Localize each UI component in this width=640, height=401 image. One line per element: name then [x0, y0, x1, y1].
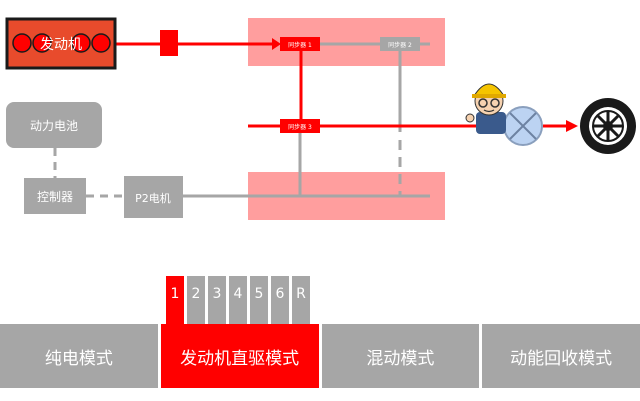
gear-4[interactable]: 4: [229, 276, 247, 324]
arrow-to-sync1: [272, 38, 281, 50]
mode-tab-1[interactable]: 发动机直驱模式: [160, 324, 319, 388]
engine-cylinder-icon: [12, 33, 32, 53]
battery-label: 动力电池: [30, 119, 78, 133]
worker-mascot-icon: [465, 83, 506, 134]
sync1-label: 同步器 1: [288, 41, 312, 49]
sync2-block: [380, 37, 420, 51]
mode-tab-0[interactable]: 纯电模式: [0, 324, 158, 388]
controller-block: [24, 178, 86, 214]
engine-cylinder-icon: [32, 33, 52, 53]
engine-cylinder-icon: [91, 33, 111, 53]
gear-2[interactable]: 2: [187, 276, 205, 324]
gear-5[interactable]: 5: [250, 276, 268, 324]
sync2-label: 同步器 2: [388, 41, 412, 49]
battery-block: [6, 102, 102, 148]
motor-block: [124, 176, 183, 218]
mode-tab-3[interactable]: 动能回收模式: [482, 324, 640, 388]
sync3-label: 同步器 3: [288, 123, 312, 131]
sync1-block: [280, 37, 320, 51]
clutch: [160, 30, 178, 56]
gear-r[interactable]: R: [292, 276, 310, 324]
sync3-block: [280, 119, 320, 133]
motor-label: P2电机: [135, 191, 171, 205]
differential-cross: [509, 112, 537, 140]
controller-label: 控制器: [37, 190, 73, 204]
wheel-icon: [580, 98, 636, 154]
engine-cylinder-icon: [71, 33, 91, 53]
engine-label: 发动机: [40, 37, 82, 53]
gear-1[interactable]: 1: [166, 276, 184, 324]
mode-tabs: 纯电模式发动机直驱模式混动模式动能回收模式: [0, 324, 640, 388]
mode-tab-2[interactable]: 混动模式: [321, 324, 480, 388]
gear-3[interactable]: 3: [208, 276, 226, 324]
gear-6[interactable]: 6: [271, 276, 289, 324]
arrow-to-wheel: [566, 120, 578, 132]
